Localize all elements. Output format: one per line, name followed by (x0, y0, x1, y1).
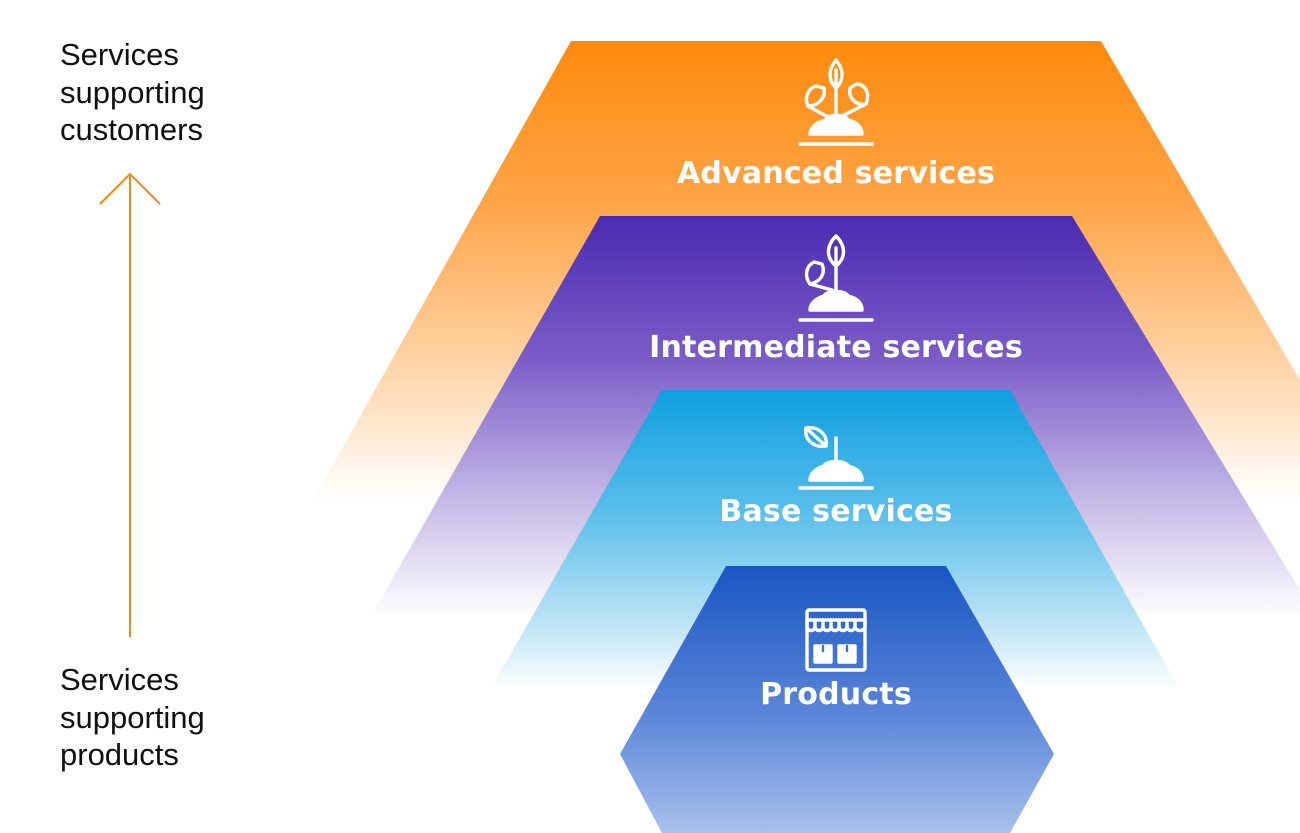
plant-two-leaves-icon (798, 234, 874, 322)
tier-intermediate-label: Intermediate services (649, 330, 1023, 365)
tier-base-shape (490, 390, 1180, 690)
tier-advanced-label: Advanced services (676, 156, 996, 191)
axis-top-label-line: supporting (60, 74, 205, 110)
sprout-icon (798, 426, 874, 490)
axis-top-label-line: Services (60, 37, 179, 72)
axis-top-label: Services supporting customers (60, 36, 205, 149)
arrow-head (99, 172, 161, 205)
up-arrow-icon (99, 172, 161, 637)
axis-bottom-label-line: products (60, 737, 179, 772)
axis-bottom-label-line: supporting (60, 699, 205, 735)
plant-three-leaves-icon (798, 58, 874, 146)
axis-bottom-label-line: Services (60, 662, 179, 697)
axis-top-label-line: customers (60, 112, 203, 147)
axis-bottom-label: Services supporting products (60, 661, 205, 774)
tier-products-shape (620, 566, 1054, 833)
tier-base-label: Base services (719, 494, 953, 529)
tier-products-label: Products (760, 677, 912, 712)
storefront-icon (805, 608, 867, 672)
